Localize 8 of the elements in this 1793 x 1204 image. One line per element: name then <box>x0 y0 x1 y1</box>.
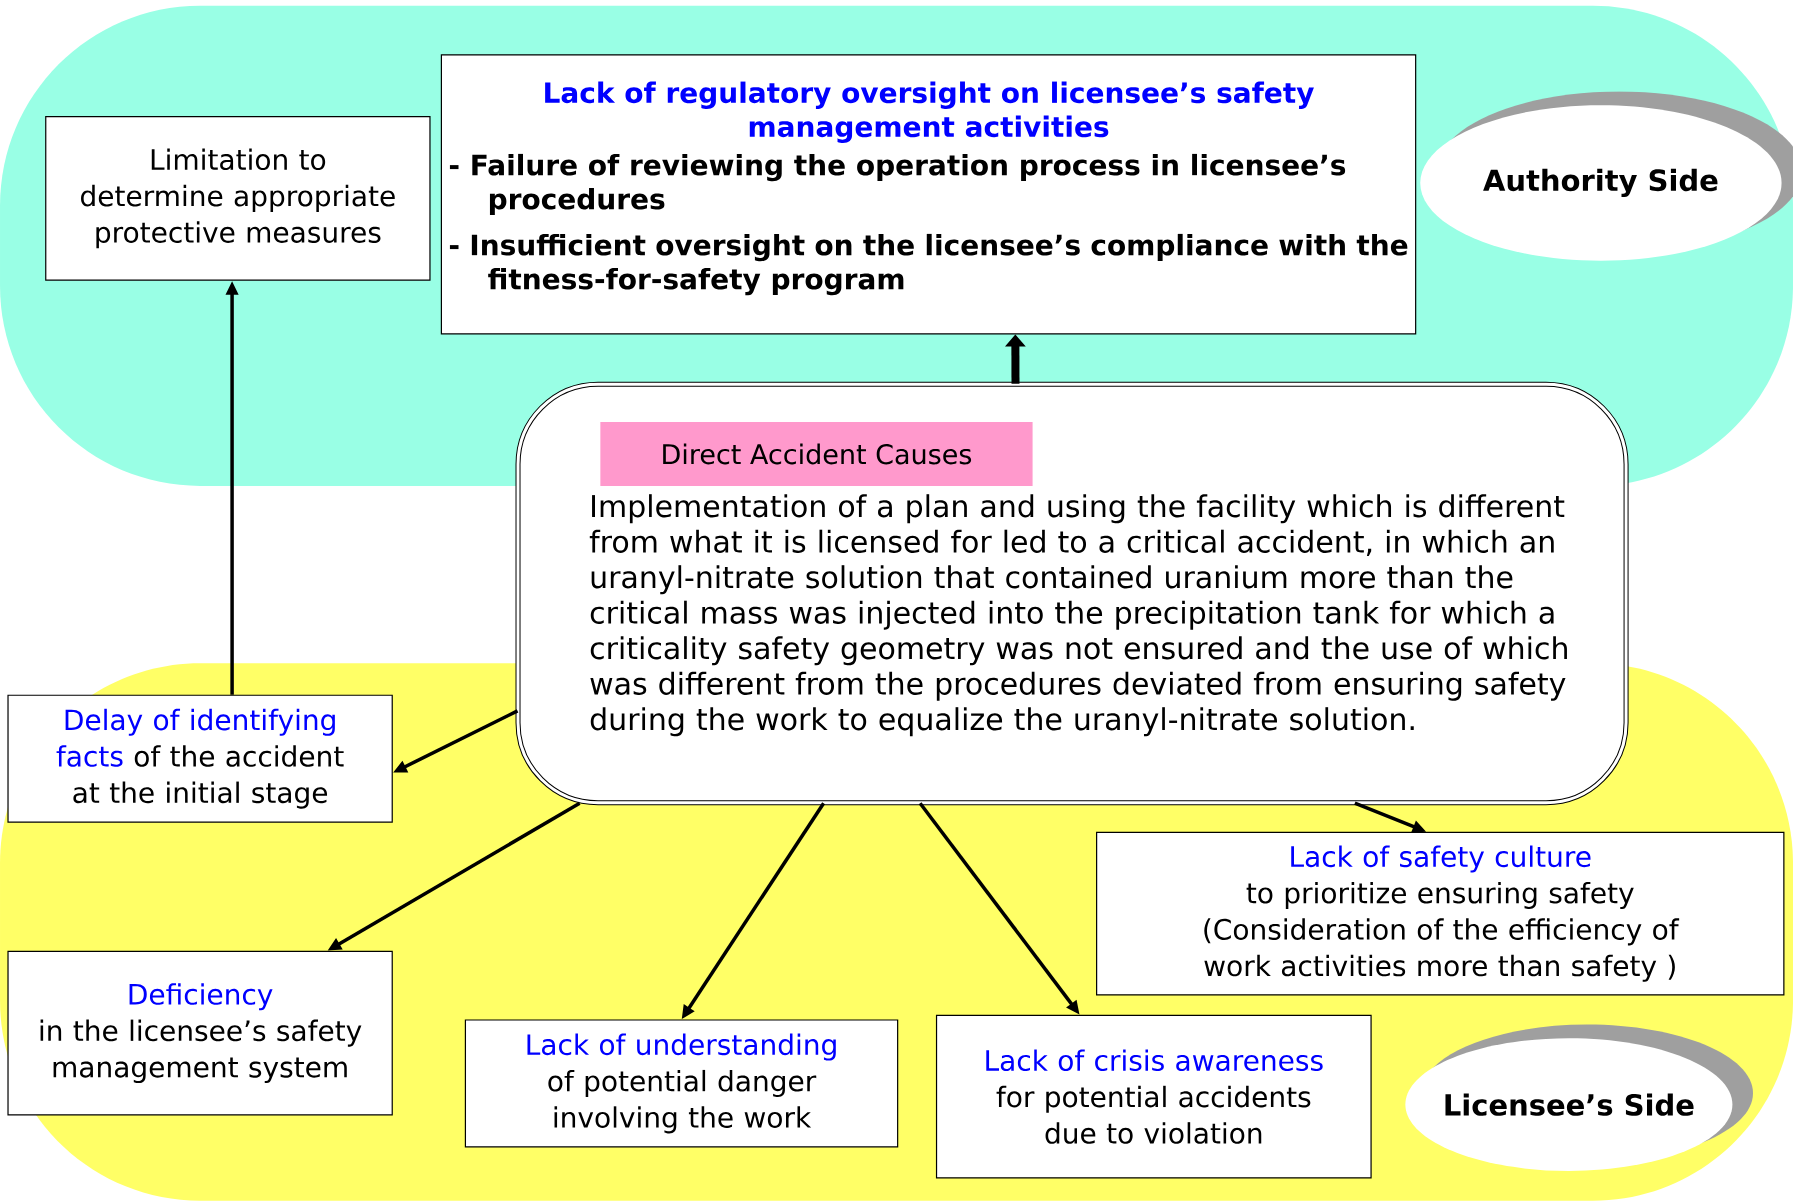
factor-box: Lack of crisis awareness for potential accidents due to violation <box>935 1014 1372 1179</box>
oversight-box: Lack of regulatory oversight on licensee’s safety management activities - Failure of reviewing the operation process in licensee’s procedures - Insufficient oversight on the licensee’s compliance with the fitness-for-safety program <box>440 54 1417 335</box>
factor-box: Delay of identifying facts of the accident at the initial stage <box>7 694 393 823</box>
cause-box: Direct Accident Causes Implementation of a plan and using the facility which is different from what it is licensed for led to a critical accident, in which an uranyl-nitrate solution that contained uranium more than the critical mass was injected into the precipitation tank for which a criticality safety geometry was not ensured and the use of which was different from the procedures deviated from ensuring safety during the work to equalize the uranyl-nitrate solution. <box>515 381 1629 806</box>
factor-box: Deficiency in the licensee’s safety management system <box>7 950 393 1116</box>
factor-box: Lack of safety culture to prioritize ensuring safety (Consideration of the efficiency of work activities more than safety ) <box>1096 831 1785 996</box>
factor-box: Lack of understanding of potential danger involving the work <box>464 1019 899 1148</box>
factor-box: Limitation to determine appropriate protective measures <box>45 116 431 281</box>
